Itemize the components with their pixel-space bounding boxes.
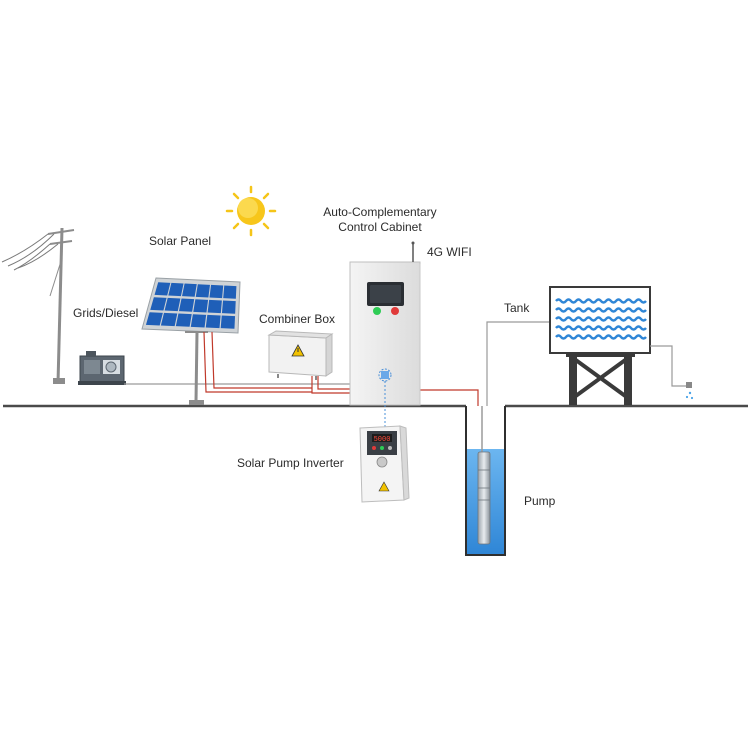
utility-pole [1,227,75,384]
label-combiner-box: Combiner Box [259,312,336,326]
inverter-display: 5000 [374,436,391,444]
solar-cell [195,284,210,298]
solar-cell [207,299,222,314]
label-4g-wifi: 4G WIFI [427,245,472,259]
solar-cell [221,300,236,314]
water-tank [549,286,651,405]
label-grids-diesel: Grids/Diesel [73,306,139,320]
submersible-pump [477,451,491,545]
combiner-box [267,330,334,380]
solar-cell [190,314,207,328]
label-control-cabinet-line2: Control Cabinet [338,220,422,234]
dc-cables [203,331,479,452]
label-pump: Pump [524,494,556,508]
antenna-icon [411,241,415,262]
label-control-cabinet: Auto-Complementary Control Cabinet [318,205,442,235]
solar-cell [220,315,236,329]
water-wave [555,298,647,304]
label-solar-pump-inverter: Solar Pump Inverter [237,456,344,470]
water-pipe [486,321,550,406]
solar-cell [150,297,167,311]
sun-icon [225,185,277,237]
water-drop-icon [685,391,694,400]
solar-cell [182,283,197,297]
water-wave [555,316,647,322]
solar-cell [164,297,181,312]
inverter-warning-icon [378,481,390,492]
solar-cell [223,285,237,299]
solar-cell [209,284,224,299]
solar-cell [178,298,195,312]
solar-cell [168,282,184,297]
water-wave [555,307,647,313]
label-solar-panel: Solar Panel [149,234,212,248]
solar-panel [141,277,241,405]
warning-icon [291,344,305,357]
control-cabinet [349,261,421,427]
label-control-cabinet-line1: Auto-Complementary [323,205,437,219]
solar-cell [154,282,171,296]
red-button [391,307,399,315]
water-waves [555,298,647,340]
solar-pump-inverter: 5000 [359,425,410,503]
solar-cells [145,282,237,329]
water-wave [555,325,647,331]
outlet-tap [650,345,694,400]
water-wave [555,334,647,340]
solar-cell [193,299,209,313]
solar-cell [205,314,221,329]
diesel-generator [78,351,126,385]
solar-cell [175,313,192,327]
green-button [373,307,381,315]
label-tank: Tank [504,301,530,315]
solar-cell [145,312,163,326]
solar-cell [160,312,178,327]
